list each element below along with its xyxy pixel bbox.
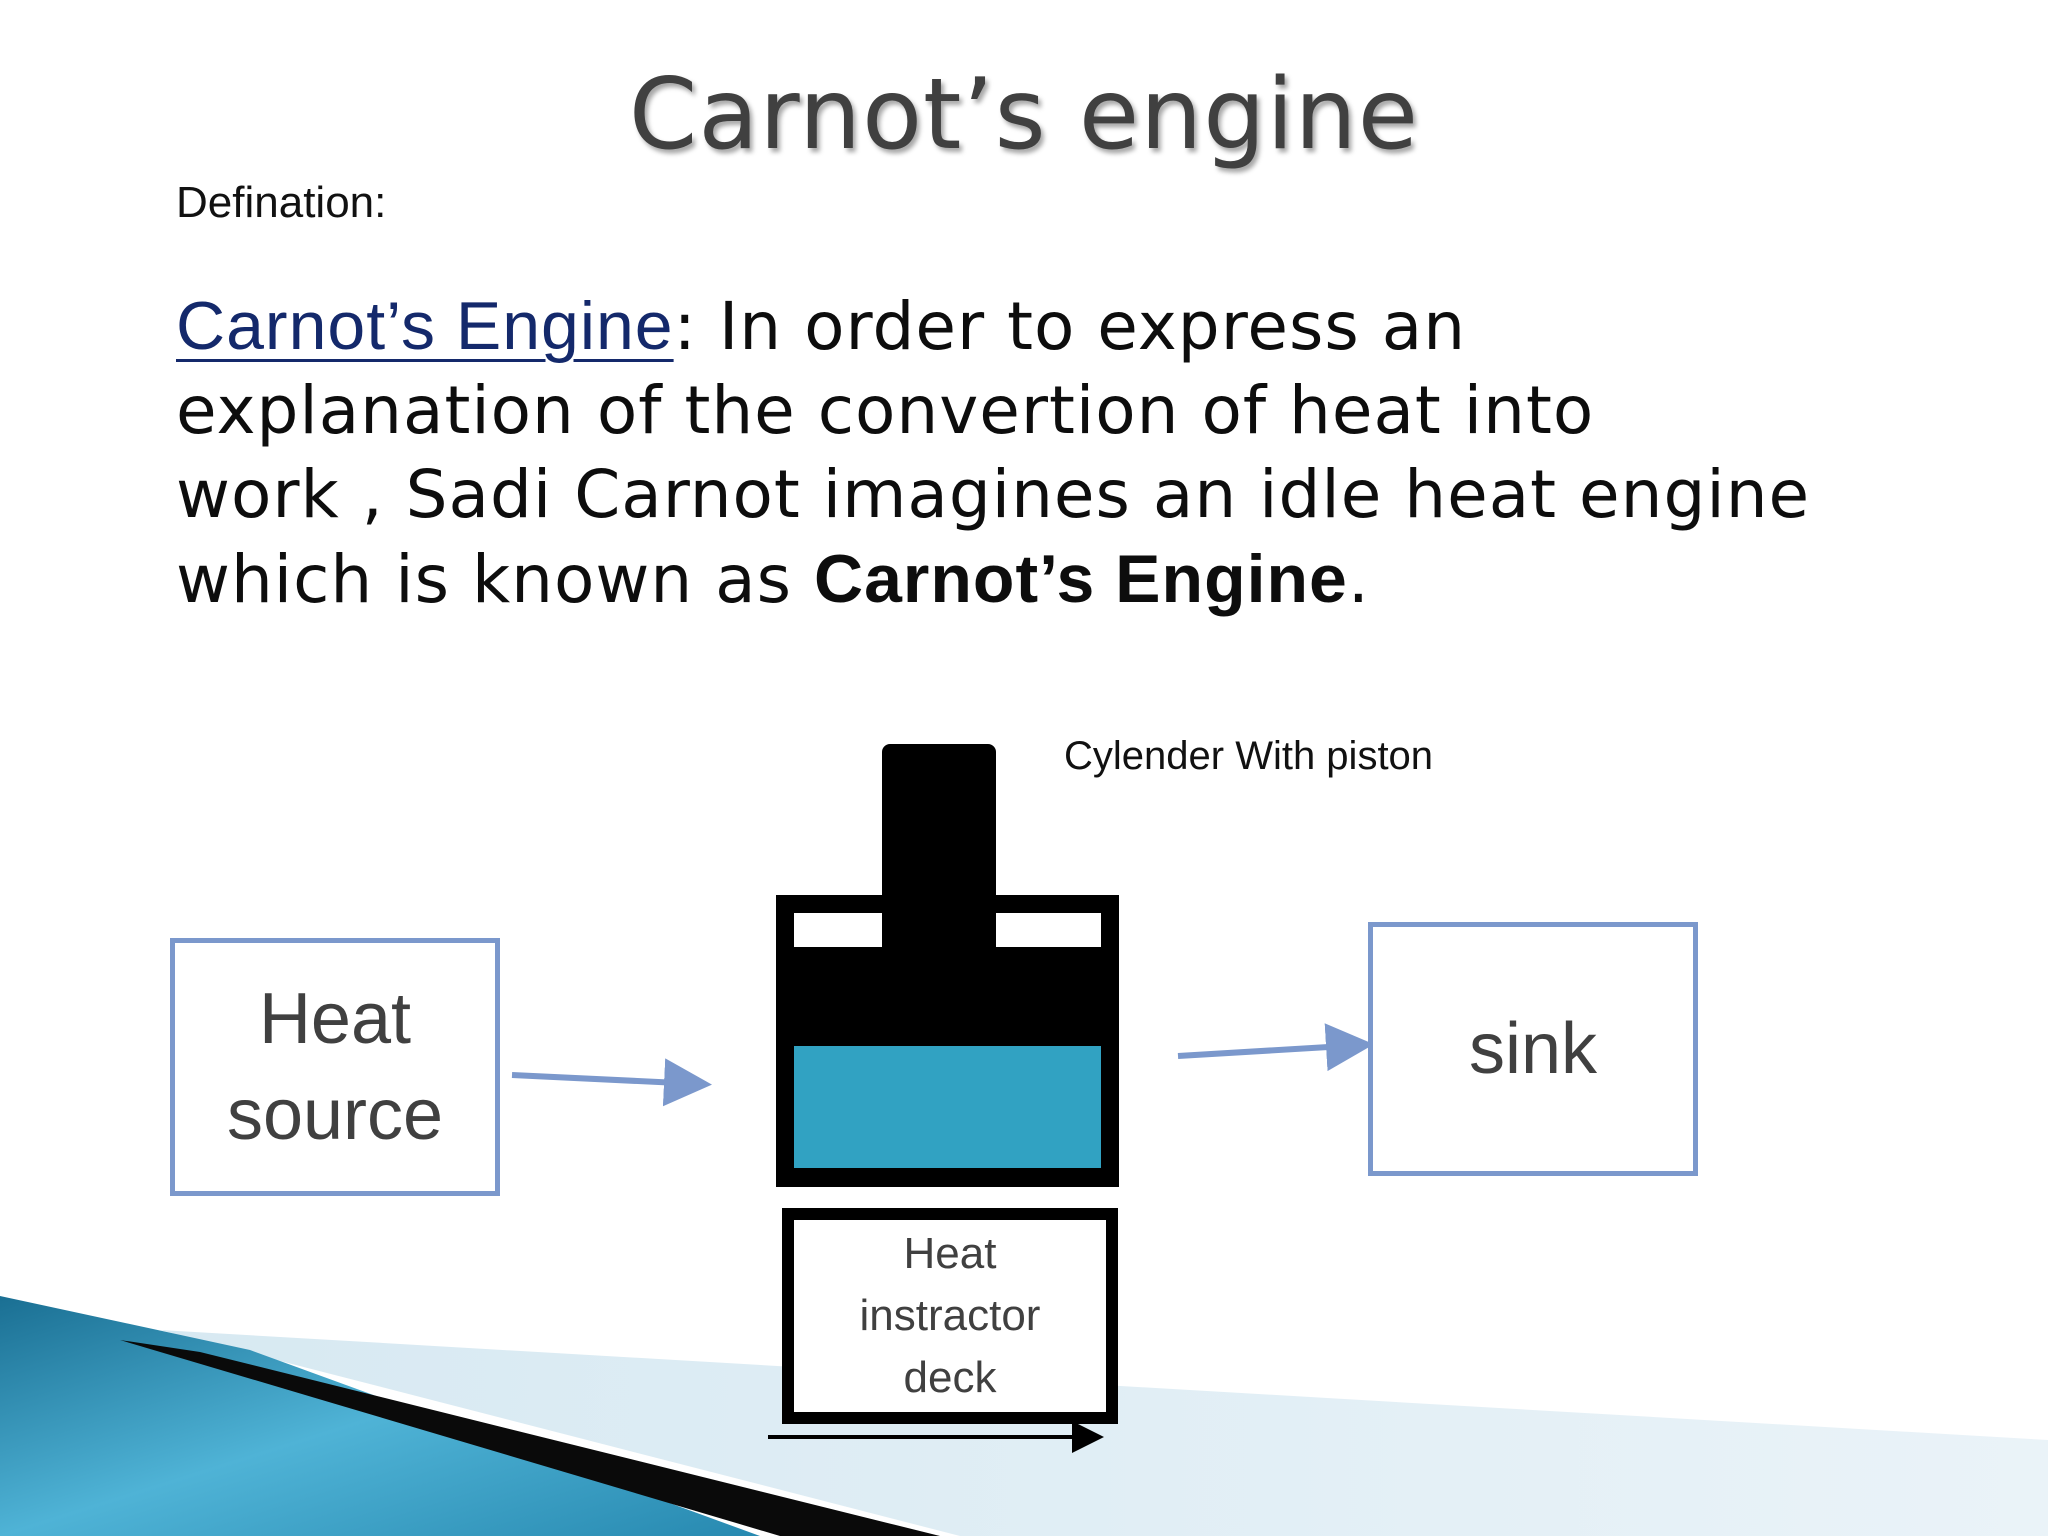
definition-paragraph: Carnot’s Engine: In order to express an …: [176, 284, 1876, 622]
heat-source-label-line-2: source: [226, 1075, 444, 1155]
carnot-engine-link[interactable]: Carnot’s Engine: [176, 288, 674, 364]
heat-source-label-line-1: Heat: [258, 979, 412, 1059]
cylinder-with-piston: [776, 744, 1119, 1187]
heat-source-box: Heat source: [170, 938, 500, 1196]
sink-label: sink: [1468, 1009, 1598, 1089]
deck-label-line-1: Heat: [903, 1229, 997, 1278]
slide-title: Carnot’s engine: [628, 58, 1420, 172]
definition-line-4-text: which is known as: [176, 541, 814, 618]
heat-instractor-deck: Heat instractor deck: [782, 1208, 1118, 1424]
carnot-engine-bold-term: Carnot’s Engine: [813, 541, 1348, 617]
cylinder-gap-right: [996, 913, 1101, 947]
heat-flow-out-arrow: [1177, 1023, 1374, 1072]
sink-box: sink: [1368, 922, 1698, 1176]
cylinder-label: Cylender With piston: [1064, 734, 1434, 778]
deck-label-line-2: instractor: [859, 1291, 1041, 1340]
definition-line-3: work , Sadi Carnot imagines an idle heat…: [176, 456, 1811, 533]
piston-rod: [882, 744, 996, 947]
definition-label: Defination:: [176, 178, 387, 227]
deck-label-line-3: deck: [903, 1353, 997, 1402]
heat-flow-in-arrow: [511, 1058, 712, 1107]
cylinder-gap-left: [794, 913, 882, 947]
definition-line-4-end: .: [1347, 541, 1370, 618]
definition-line-1-text: : In order to express an: [673, 288, 1467, 365]
definition-line-4: which is known as Carnot’s Engine.: [176, 537, 1876, 622]
gas-chamber: [794, 1046, 1101, 1168]
definition-line-2: explanation of the convertion of heat in…: [176, 372, 1595, 449]
definition-line-1: Carnot’s Engine: In order to express an: [176, 284, 1876, 369]
